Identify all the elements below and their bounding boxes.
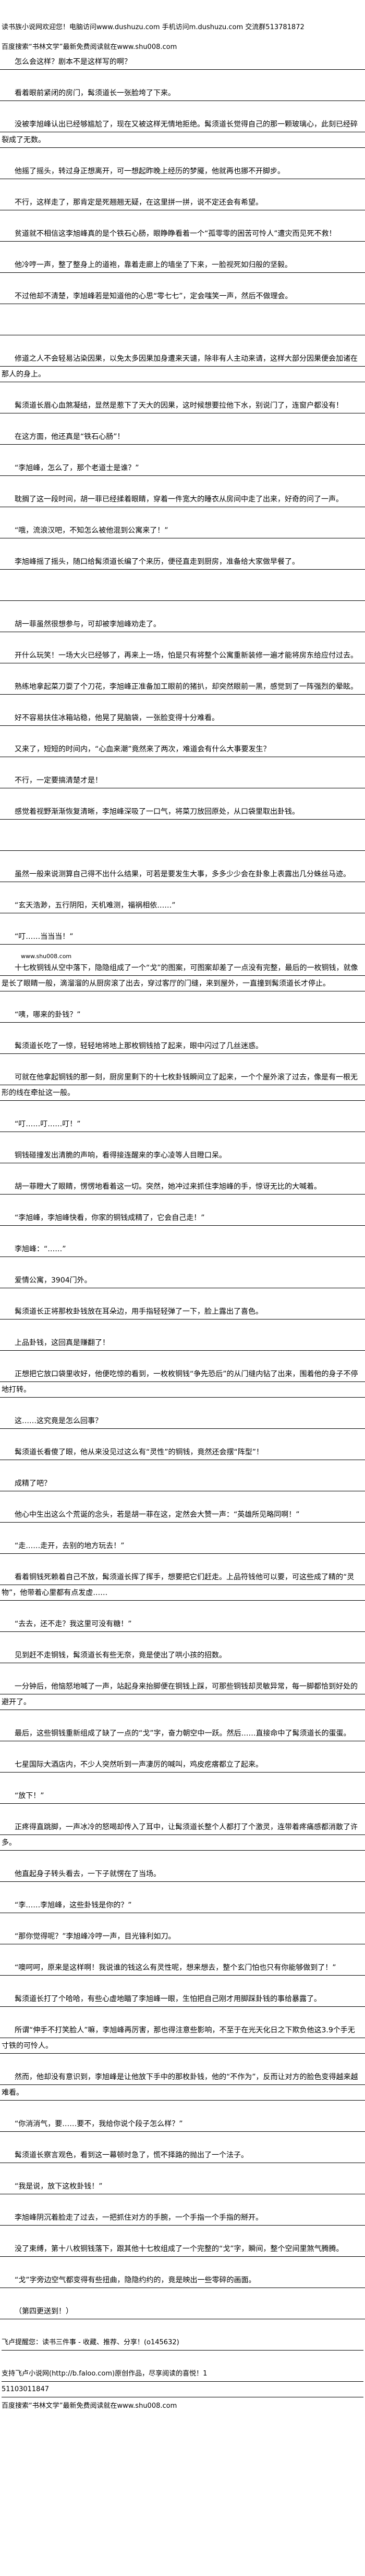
paragraph: 髯须道长正将那枚卦钱放在耳朵边，用手指轻轻弹了一下，脸上露出了喜色。 [0,1304,365,1320]
paragraph: 十七枚铜钱从空中落下，隐隐组成了一个“戈”的图案，可图案却差了一点没有完整，最后… [0,960,365,991]
paragraph: 耽搁了这一段时间，胡一菲已经揉着眼睛，穿着一件宽大的睡衣从房间中走了出来，好奇的… [0,492,365,507]
paragraph: 铜钱碰撞发出清脆的声响，看得接连醒来的李心凌等人目瞪口呆。 [0,1148,365,1163]
paragraph: 开什么玩笑！一场大火已经够了，再来上一场，怕是只有将整个公寓重新装修一遍才能将房… [0,648,365,663]
paragraph: 髯须道长看傻了眼，他从来没见过这么有“灵性”的铜钱，竟然还会摆“阵型”！ [0,1444,365,1460]
paragraph: 他冷哼一声，整了整身上的道袍，靠着走廊上的墙坐了下来，一脸视死如归般的坚毅。 [0,257,365,273]
faloo-support-link[interactable]: 支持飞卢小说网(http://b.faloo.com)原创作品，尽享阅读的喜悦！… [2,2366,363,2382]
paragraph: “哦，流浪汉吧，不知怎么被他混到公寓来了！” [0,523,365,538]
paragraph: 没了束缚，第十八枚铜钱落下，跟其他十七枚组成了一个完整的“戈”字，瞬间，整个空间… [0,2241,365,2257]
empty-paragraph [0,585,365,601]
paragraph: 正疼得直跳脚，一声冰冷的怒喝却传入了耳中，让髯须道长整个人都打了个激灵，连带着疼… [0,1819,365,1851]
paragraph: 胡一菲瞪大了眼睛，愣愣地看着这一切。突然，她冲过来抓住李旭峰的手，惊讶无比的大喊… [0,1179,365,1195]
site-welcome-banner: 读书族小说网欢迎您！电脑访问www.dushuzu.com 手机访问m.dush… [2,23,305,31]
chapter-content: 怎么会这样？剧本不是这样写的啊？ 看着眼前紧闭的房门，髯须道长一张脸垮了下来。没被… [0,54,365,2319]
paragraph: “噢呵呵，原来是这样啊！我说谁的钱这么有灵性呢，想来想去，整个玄门怕也只有你能够… [0,1960,365,1976]
paragraph: 李旭峰阴沉着脸走了过去，一把抓住对方的手腕，一个手指一个手指的掰开。 [0,2210,365,2226]
paragraph: 七星国际大酒店内，不少人突然听到一声凄厉的喊叫，鸡皮疙瘩都立了起来。 [0,1757,365,1773]
paragraph: 李旭峰摇了摇头，随口给髯须道长编了个来历，便径直走到厨房，准备给大家做早餐了。 [0,554,365,570]
paragraph: 好不容易扶住冰箱站稳，他晃了晃脑袋，一张脸变得十分难看。 [0,710,365,726]
paragraph: 髯须道长吃了一惊，轻轻地将地上那枚铜钱拾了起来，眼中闪过了几丝迷惑。 [0,1038,365,1054]
paragraph: 正想把它放口袋里收好，他便吃惊的看到，一枚枚铜钱“争先恐后”的从门缝内钻了出来，… [0,1366,365,1398]
watermark-url: www.shu008.com [21,953,72,960]
paragraph: “咦，哪来的卦钱？” [0,1007,365,1023]
paragraph: 最后，这些铜钱重新组成了缺了一点的“戈”字，奋力朝空中一跃。然后……直接命中了髯… [0,1726,365,1741]
paragraph: 看着眼前紧闭的房门，髯须道长一张脸垮了下来。 [0,85,365,101]
paragraph: 他直起身子转头看去，一下子就愣在了当场。 [0,1866,365,1882]
paragraph: 胡一菲虽然很想参与，可却被李旭峰劝走了。 [0,617,365,632]
paragraph: 在这方面，他还真是“铁石心肠”！ [0,429,365,445]
paragraph: 这……这究竟是怎么回事？ [0,1413,365,1429]
paragraph: “去去，还不走？我这里可没有糖！” [0,1616,365,1632]
paragraph: “叮……叮……叮！” [0,1116,365,1132]
paragraph: 他心中生出这么个荒诞的念头，若是胡一菲在这，定然会大赞一声：“英雄所见略同啊！” [0,1507,365,1523]
paragraph: “李旭峰，李旭峰快看，你家的铜钱成精了，它会自己走！” [0,1210,365,1226]
paragraph: 见到赶不走铜钱，髯须道长有些无奈，竟是使出了哄小孩的招数。 [0,1648,365,1663]
paragraph: 没被李旭峰认出已经够尴尬了，现在又被这样无情地拒绝。髯须道长觉得自己的那一颗玻璃… [0,117,365,148]
page-header: 读书族小说网欢迎您！电脑访问www.dushuzu.com 手机访问m.dush… [0,0,365,54]
paragraph: 成精了吧？ [0,1476,365,1491]
paragraph: （第四更送到！） [0,2304,365,2319]
paragraph: 又来了，短短的时间内，“心血来潮”竟然来了两次，难道会有什么大事要发生？ [0,742,365,757]
paragraph: 髯须道长眉心血煞凝结，显然是惹下了天大的因果，这时候想要拉他下水，别说门了，连窗… [0,398,365,413]
paragraph: 髯须道长打了个哈哈，有些心虚地瞄了李旭峰一眼，生怕把自己刚才用脚踩卦钱的事给暴露… [0,1991,365,2007]
search-promo-banner: 百度搜索“书林文学”最新免费阅读就在www.shu008.com [2,43,177,51]
paragraph: 髯须道长察言观色，看到这一幕顿时急了，慌不择路的抛出了一个法子。 [0,2147,365,2163]
paragraph: “玄天浩渺，五行阴阳，天机难测，福祸相依……” [0,898,365,913]
footer-search-promo: 百度搜索“书林文学”最新免费阅读就在www.shu008.com [2,2402,177,2410]
paragraph: “戈”字旁边空气都变得有些扭曲，隐隐约约的，竟是映出一些零碎的画面。 [0,2272,365,2288]
paragraph: 不行，这样走了，那肯定是死翘翘无疑，在这里拼一拼，说不定还会有希望。 [0,195,365,210]
paragraph: 修道之人不会轻易沾染因果，以免太多因果加身遭来天谴，除非有人主动来请，这样大部分… [0,351,365,382]
paragraph: “李……李旭峰，这些卦钱是你的？” [0,1898,365,1913]
paragraph: “你消消气，要……要不，我给你说个段子怎么样？” [0,2116,365,2132]
paragraph: 然而，他却没有意识到，李旭峰是让他放下手中的那枚卦钱，他的“不作为”，反而让对方… [0,2069,365,2101]
paragraph: 怎么会这样？剧本不是这样写的啊？ [0,54,365,70]
paragraph: 他摇了摇头，转过身正想离开，可一想起昨晚上经历的梦魇，他就再也挪不开脚步。 [0,164,365,179]
paragraph: “叮……当当当！” [0,929,365,945]
paragraph: 不行，一定要搞清楚才是！ [0,773,365,788]
paragraph: 可就在他拿起铜钱的那一刻，厨房里剩下的十七枚卦钱瞬间立了起来，一个个屋外滚了过去… [0,1070,365,1101]
faloo-reminder: 飞卢提醒您：读书三件事 - 收藏、推荐、分享！(o145632) [2,2335,363,2351]
paragraph: 爱情公寓，3904门外。 [0,1273,365,1288]
paragraph: “我是说，放下这枚卦钱！” [0,2179,365,2194]
paragraph: 贫道就不相信这李旭峰真的是个铁石心肠，眼睁睁看着一个“孤零零的困苦可怜人”遭灾而… [0,226,365,242]
paragraph: 感觉着视野渐渐恢复清晰，李旭峰深吸了一口气，将菜刀放回原处，从口袋里取出卦钱。 [0,804,365,820]
paragraph: 所谓“伸手不打笑脸人”嘛，李旭峰再厉害，那也得注意些影响，不至于在光天化日之下欺… [0,2022,365,2054]
paragraph: “李旭峰，怎么了，那个老道士是谁？” [0,460,365,476]
page-footer: 飞卢提醒您：读书三件事 - 收藏、推荐、分享！(o145632) 支持飞卢小说网… [0,2335,365,2413]
paragraph: “放下！” [0,1788,365,1804]
paragraph: 上品卦钱，这回真是赚翻了！ [0,1335,365,1351]
paragraph: 熟练地拿起菜刀耍了个刀花，李旭峰正准备加工眼前的猪扒，却突然眼前一黑，感觉到了一… [0,679,365,695]
paragraph: “那你觉得呢？”李旭峰冷哼一声，目光锋利如刀。 [0,1929,365,1944]
paragraph: 一分钟后，他恼怒地喊了一声，站起身来抬脚便在铜钱上踩，可那些铜钱却灵敏异常，每一… [0,1679,365,1710]
empty-paragraph [0,320,365,335]
empty-paragraph [0,835,365,851]
paragraph: 李旭峰：“……” [0,1241,365,1257]
paragraph: “走……走开，去别的地方玩去！” [0,1538,365,1554]
paragraph: 看着铜钱死赖着自己不放，髯须道长挥了挥手，想要把它们赶走。上品符钱他可以要，可这… [0,1569,365,1601]
paragraph: 不过他却不清楚，李旭峰若是知道他的心思“零七七”，定会嗤笑一声，然后不做理会。 [0,288,365,304]
paragraph: 虽然一般来说测算自己得不出什么结果，可若是要发生大事，多多少少会在卦象上表露出几… [0,866,365,882]
faloo-code: 51103011847 [2,2382,363,2397]
